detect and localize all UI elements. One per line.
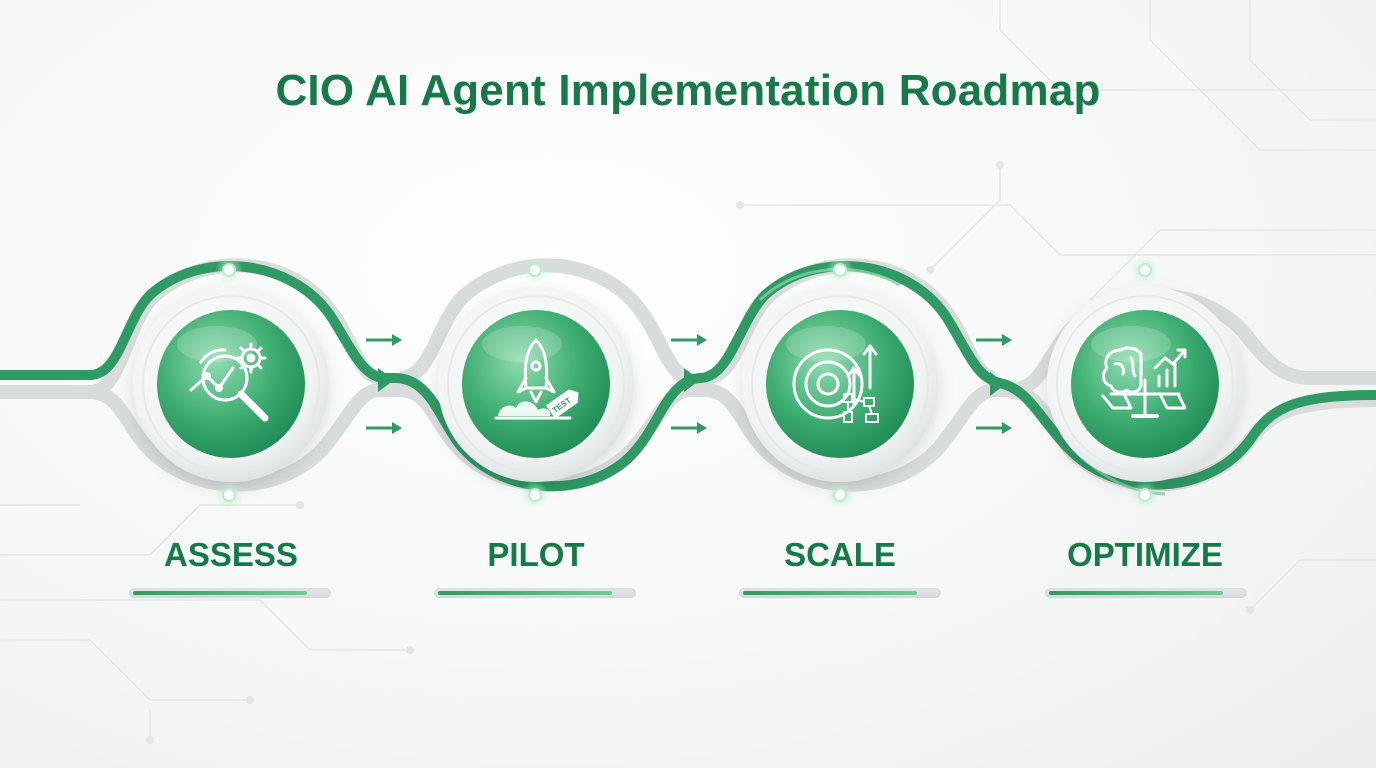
glow-dots	[215, 256, 1159, 509]
brain-balance-chart-icon	[1101, 346, 1187, 418]
stage-progress-bar-pilot	[434, 588, 636, 598]
rocket-launch-test-tag-icon: TEST	[494, 338, 579, 420]
magnifier-gear-analytics-icon	[189, 342, 269, 422]
progress-fill	[133, 591, 307, 595]
stage-label-assess: ASSESS	[164, 536, 298, 573]
stage-progress-bar-assess	[129, 588, 331, 598]
stage-progress-bar-optimize	[1045, 588, 1247, 598]
stage-label-scale: SCALE	[784, 536, 896, 573]
stage-node-pilot	[438, 286, 634, 482]
progress-fill	[743, 591, 917, 595]
progress-fill	[1049, 591, 1223, 595]
stage-node-assess	[133, 286, 329, 482]
stage-progress-bar-scale	[739, 588, 941, 598]
track-chevron-arrows	[378, 368, 1006, 396]
stage-node-scale	[742, 286, 938, 482]
stage-label-optimize: OPTIMIZE	[1067, 536, 1223, 573]
stage-label-pilot: PILOT	[487, 536, 585, 573]
target-growth-network-icon	[792, 344, 879, 423]
connector-arrows	[366, 334, 1012, 434]
page-title: CIO AI Agent Implementation Roadmap	[275, 66, 1101, 115]
progress-fill	[438, 591, 612, 595]
